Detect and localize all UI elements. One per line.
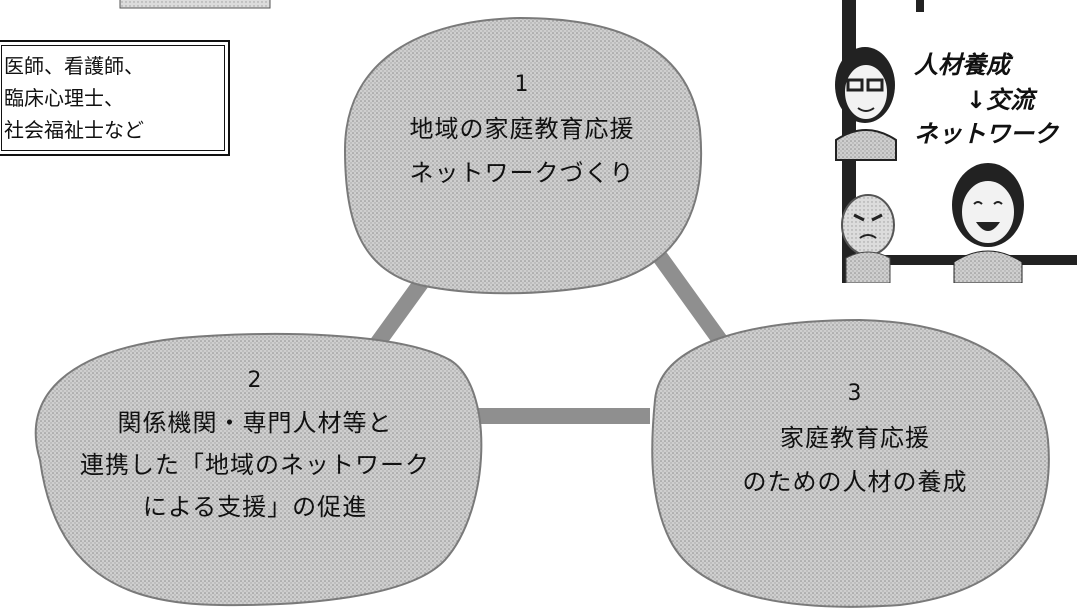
top-box-edge (119, 0, 271, 9)
woman-glasses-icon (835, 47, 897, 161)
illust-text-line3: ネットワーク (914, 120, 1058, 148)
node-3-line: のための人材の養成 (742, 468, 968, 496)
node-2-line: による支援」の促進 (142, 493, 368, 521)
node-3-shape (651, 318, 1050, 608)
node-1-label: 1 地域の家庭教育応援 ネットワークづくり (372, 66, 672, 192)
node-1-line: ネットワークづくり (409, 159, 635, 187)
professionals-line: 医師、看護師、 (4, 54, 144, 78)
smiling-woman-icon (952, 163, 1024, 284)
node-2-label: 2 関係機関・専門人材等と 連携した「地域のネットワーク による支援」の促進 (40, 362, 470, 526)
professionals-line: 社会福祉士など (4, 118, 144, 142)
elderly-man-icon (841, 194, 895, 284)
node-3-label: 3 家庭教育応援 のための人材の養成 (690, 375, 1020, 501)
professionals-line: 臨床心理士、 (4, 86, 124, 110)
illust-text-line1: 人材養成 (914, 51, 1010, 79)
node-1-shape (343, 16, 703, 295)
node-1-number: 1 (514, 72, 530, 97)
node-2-number: 2 (247, 368, 263, 393)
node-2-line: 関係機関・専門人材等と (117, 409, 393, 437)
illust-text-line2: ↓交流 (966, 86, 1035, 114)
node-3-line: 家庭教育応援 (780, 424, 930, 452)
people-illustration (835, 0, 1077, 284)
node-1-line: 地域の家庭教育応援 (409, 115, 635, 143)
professionals-box: 医師、看護師、 臨床心理士、 社会福祉士など (0, 40, 230, 156)
node-3-number: 3 (847, 381, 863, 406)
node-2-shape (34, 332, 483, 607)
node-2-line: 連携した「地域のネットワーク (80, 451, 430, 479)
network-illustration: 人材養成 ↓交流 ネットワーク (826, 0, 1077, 284)
